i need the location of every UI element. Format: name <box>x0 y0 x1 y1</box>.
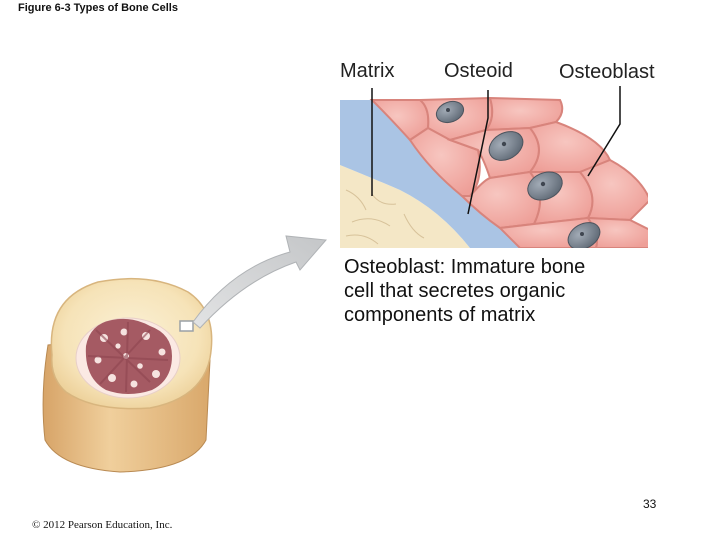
tissue-detail <box>340 96 648 248</box>
caption-line-1: Osteoblast: Immature bone <box>344 256 586 278</box>
osteoblast-caption: Osteoblast: Immature bone cell that secr… <box>344 255 664 327</box>
slide-number: 33 <box>643 497 657 511</box>
osteoid-label: Osteoid <box>444 60 513 82</box>
leader-lines <box>371 86 621 215</box>
figure-title: Figure 6-3 Types of Bone Cells <box>18 2 178 14</box>
matrix-label: Matrix <box>340 60 395 82</box>
bone-cross-section <box>42 277 213 473</box>
osteoblast-label: Osteoblast <box>559 61 655 83</box>
copyright-notice: © 2012 Pearson Education, Inc. <box>32 519 173 531</box>
callout-arrow <box>192 235 328 329</box>
caption-line-2: cell that secretes organic <box>344 280 566 302</box>
caption-line-3: components of matrix <box>344 304 536 326</box>
detail-marker-box <box>179 320 194 332</box>
